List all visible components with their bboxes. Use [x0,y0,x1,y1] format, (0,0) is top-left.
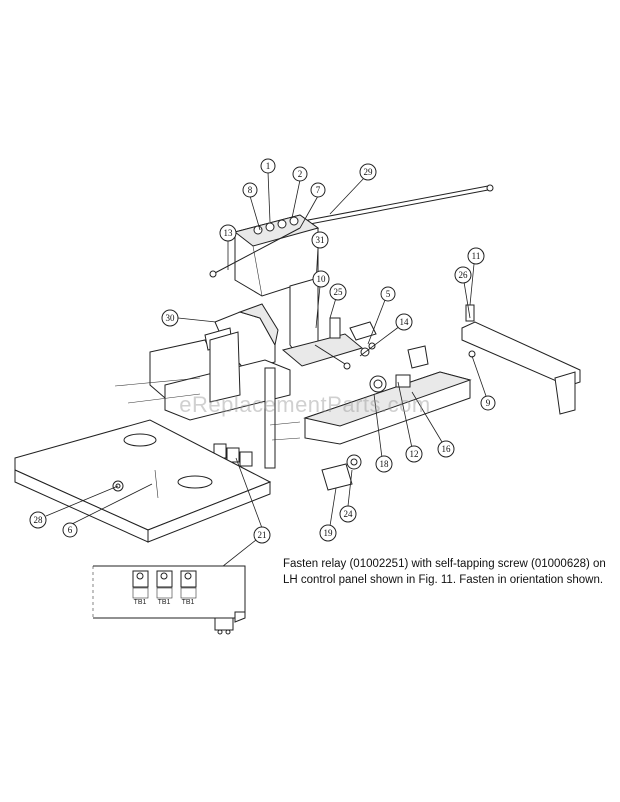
callout-18: 18 [375,455,393,473]
callout-6: 6 [62,522,78,538]
svg-text:10: 10 [317,274,327,284]
callout-29: 29 [359,163,377,181]
svg-text:13: 13 [224,228,234,238]
callout-31: 31 [311,231,329,249]
control-panel-part [303,345,472,445]
svg-text:30: 30 [166,313,176,323]
callout-1: 1 [260,158,276,174]
callout-2: 2 [292,166,308,182]
assembly-note: Fasten relay (01002251) with self-tappin… [283,558,606,586]
callout-10: 10 [312,270,330,288]
lever-part [314,344,351,370]
battery-assembly-part [209,214,320,297]
leader-lines [45,171,487,579]
callout-25: 25 [329,283,347,301]
svg-text:21: 21 [258,530,267,540]
callout-7: 7 [310,182,326,198]
svg-text:26: 26 [459,270,469,280]
svg-text:28: 28 [34,515,44,525]
svg-text:25: 25 [334,287,344,297]
svg-text:31: 31 [316,235,325,245]
svg-text:6: 6 [68,525,73,535]
floor-plate-part [14,419,272,543]
svg-text:24: 24 [344,509,354,519]
svg-text:2: 2 [298,169,303,179]
callout-19: 19 [319,524,337,542]
callout-8: 8 [242,182,258,198]
svg-text:9: 9 [486,398,491,408]
right-rail-part [461,304,581,415]
callout-5: 5 [380,286,396,302]
watermark: eReplacementParts.com [179,392,431,417]
callout-11: 11 [467,247,485,265]
svg-text:11: 11 [472,251,481,261]
inset-label-3: TB1 [182,599,195,606]
callout-30: 30 [161,309,179,327]
callout-12: 12 [405,445,423,463]
inset-label-2: TB1 [158,599,171,606]
svg-text:16: 16 [442,444,452,454]
svg-text:18: 18 [380,459,390,469]
inset-relay-panel: TB1 TB1 TB1 [92,565,246,635]
ignition-parts [321,454,362,491]
inset-label-1: TB1 [134,599,147,606]
callout-26: 26 [454,266,472,284]
svg-text:8: 8 [248,185,253,195]
callout-9: 9 [480,395,496,411]
callout-21: 21 [253,526,271,544]
svg-text:5: 5 [386,289,391,299]
svg-text:19: 19 [324,528,334,538]
callout-28: 28 [29,511,47,529]
chassis-frame-part [114,327,301,469]
callout-14: 14 [395,313,413,331]
svg-text:29: 29 [364,167,374,177]
svg-text:14: 14 [400,317,410,327]
callout-24: 24 [339,505,357,523]
callout-13: 13 [219,224,237,242]
svg-text:7: 7 [316,185,321,195]
svg-text:12: 12 [410,449,419,459]
callout-16: 16 [437,440,455,458]
svg-text:1: 1 [266,161,271,171]
mount-bracket-part [281,277,364,367]
